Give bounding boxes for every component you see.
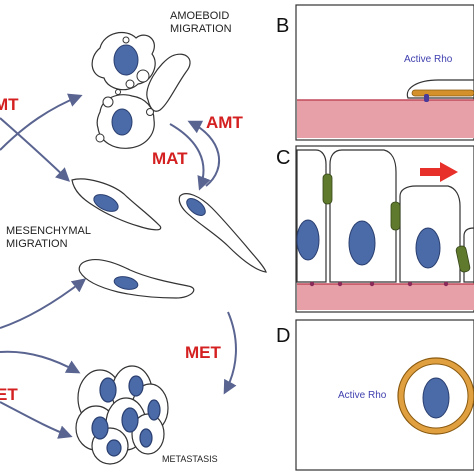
nucleus [113,276,139,290]
arrow-lower-mid [0,350,81,374]
panel-c-adhesion [337,281,343,287]
transition-label-amt: AMT [206,113,243,132]
panel-c-adhesion [369,281,375,287]
nucleus [111,108,133,136]
transition-label-mat: MAT [152,149,188,168]
mesenchymal-cell-2 [178,193,267,273]
panel-b-adhesion [424,94,429,102]
arrow-met [223,311,237,395]
panel-b-rho-band [411,89,474,97]
mesenchymal-cell-1 [71,178,162,231]
panel-c-cell-1 [296,149,327,283]
amoeboid-cell-elongated [146,53,191,112]
panel-b-rho-label: Active Rho [404,54,453,65]
panel-c-substrate [297,284,474,310]
arrow-mat [169,123,211,191]
nucleus [106,439,122,457]
panel-b: B Active Rho [276,4,474,141]
nucleus [422,377,450,419]
arrow-amt [187,120,221,187]
panel-c-adhesion [443,281,449,287]
panel-b-letter: B [276,15,289,37]
panel-c-junction-1 [322,173,333,205]
arrow-to-mesenchymal-top [0,117,71,182]
mesenchymal-label-line2: MIGRATION [6,238,68,250]
panel-d-rho-label: Active Rho [338,390,387,401]
arrow-to-mesenchymal-bottom [0,278,87,329]
left-panel: AMOEBOID MIGRATION MESENCHYMAL MIGRATION… [0,10,267,465]
panel-b-substrate [297,100,474,138]
transition-label-met: MET [185,343,222,362]
amoeboid-cell-top [91,31,156,91]
nucleus [147,399,161,421]
nucleus [91,416,109,440]
amoeboid-cell-bottom [95,89,155,149]
panel-c-adhesion [309,281,315,287]
metastasis-cluster [75,365,169,465]
nucleus [99,377,117,403]
panel-c-adhesion [407,281,413,287]
panel-d-letter: D [276,325,290,347]
nucleus [93,194,119,212]
nucleus [139,428,153,448]
panel-c: C [276,145,474,313]
panel-c-letter: C [276,147,290,169]
arrow-to-amoeboid [0,93,83,151]
mesenchymal-cell-3 [78,258,195,299]
metastasis-label: METASTASIS [162,454,218,464]
arrow-to-metastasis [0,401,73,439]
nucleus [128,375,144,397]
nucleus [348,220,376,266]
nucleus [415,227,441,269]
mesenchymal-label-line1: MESENCHYMAL [6,225,91,237]
panel-c-junction-3 [455,245,471,273]
amoeboid-label-line2: MIGRATION [170,23,232,35]
transition-label-emt-top: MT [0,95,19,114]
amoeboid-label-line1: AMOEBOID [170,10,229,22]
nucleus [186,198,206,216]
transition-label-emt-bottom: ET [0,385,18,404]
nucleus [296,219,320,261]
panel-d: D Active Rho [276,319,474,471]
panel-c-direction-arrow [420,162,458,182]
nucleus [113,44,139,76]
panel-c-cell-2 [329,149,397,283]
panel-c-junction-2 [390,201,401,231]
nucleus [121,407,139,433]
